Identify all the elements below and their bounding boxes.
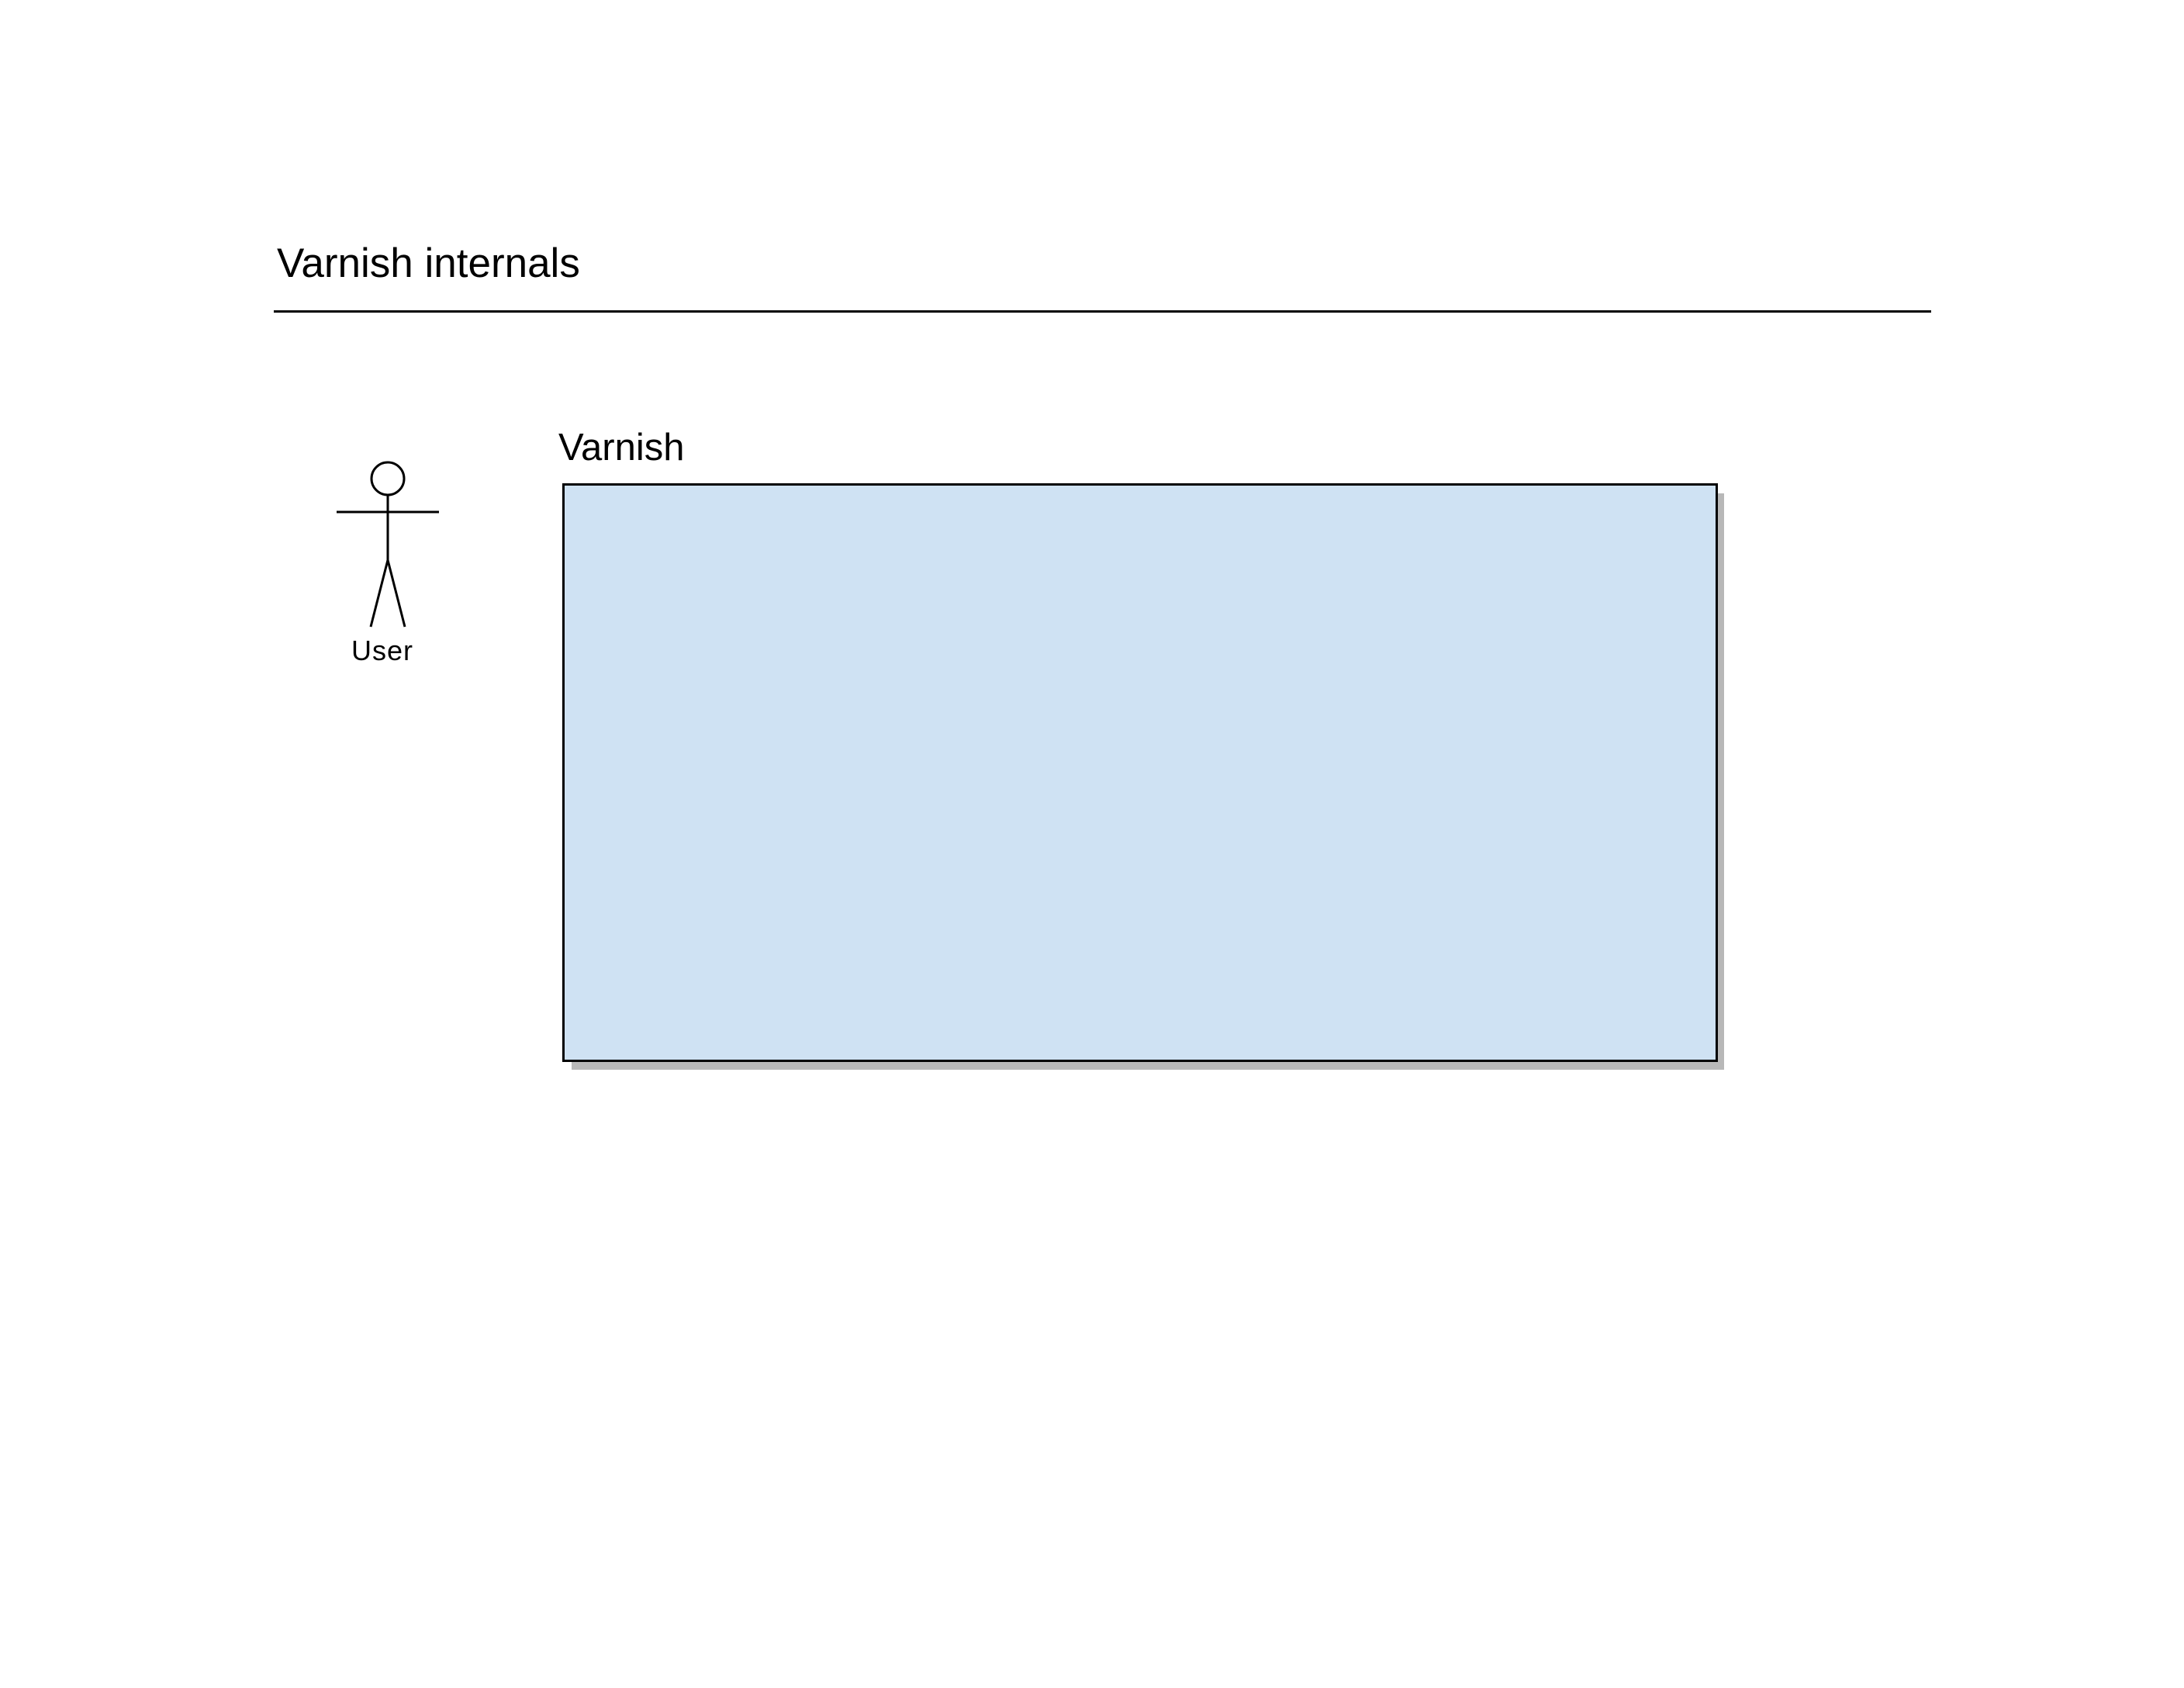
actor-label: User (351, 635, 413, 666)
actor-left-leg (369, 559, 389, 628)
actor-head (370, 461, 406, 496)
system-boundary-label: Varnish (558, 427, 685, 469)
system-boundary-box (562, 483, 1718, 1062)
actor-right-leg (386, 559, 406, 628)
stick-figure-icon (337, 461, 439, 628)
diagram-title: Varnish internals (277, 240, 580, 286)
title-divider (274, 310, 1931, 313)
